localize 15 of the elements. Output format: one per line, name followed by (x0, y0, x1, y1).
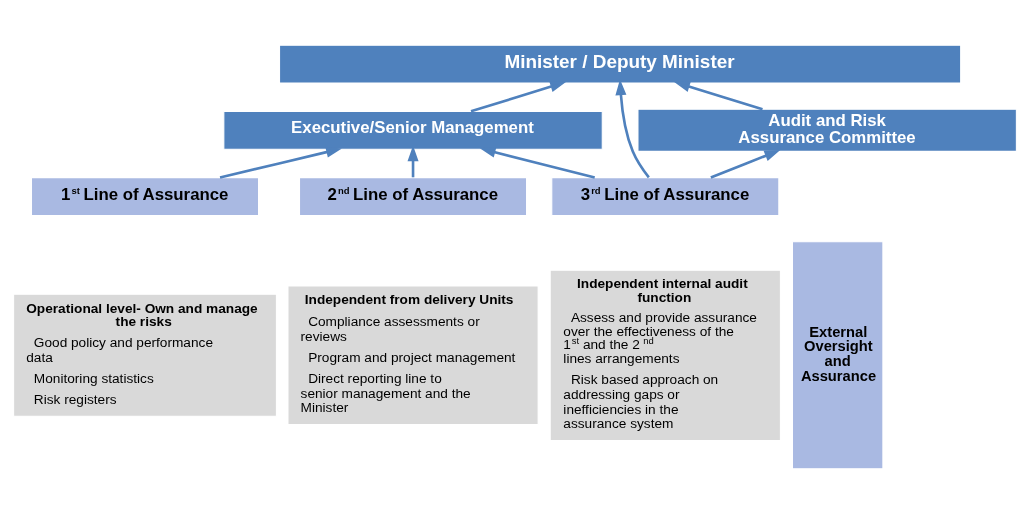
node-box: Minister / Deputy Minister (278, 44, 961, 84)
arrow (479, 146, 595, 179)
node-box: Operational level- Own and manage the risks Good policy and performance data Monitoring statistics Risk registers (12, 293, 277, 417)
node-box: Executive/Senior Management (222, 110, 603, 150)
node-box: 3$^{rd}$ Line of Assurance (550, 176, 779, 216)
node-box: Audit and Risk Assurance Committee (636, 108, 1017, 152)
node-box: External Oversight and Assurance (791, 240, 883, 469)
node-box: 2$^{nd}$ Line of Assurance (298, 176, 527, 216)
arrow (219, 146, 342, 179)
arrow (673, 80, 763, 111)
node-box: 1$^{st}$ Line of Assurance (30, 176, 259, 216)
arrow (709, 149, 780, 179)
arrow (470, 80, 566, 113)
node-box: Independent internal audit function Assess and provide assurance over the effectiveness of the 1$^{st}$ and the 2$^{nd}$ lines arrangements Risk based approach on addressing gaps or inefficiencies in the assurance system (549, 269, 781, 441)
node-box: Independent from delivery Units Compliance assessments or reviews Program and project management Direct reporting line to senior management and the Minister (286, 284, 539, 425)
